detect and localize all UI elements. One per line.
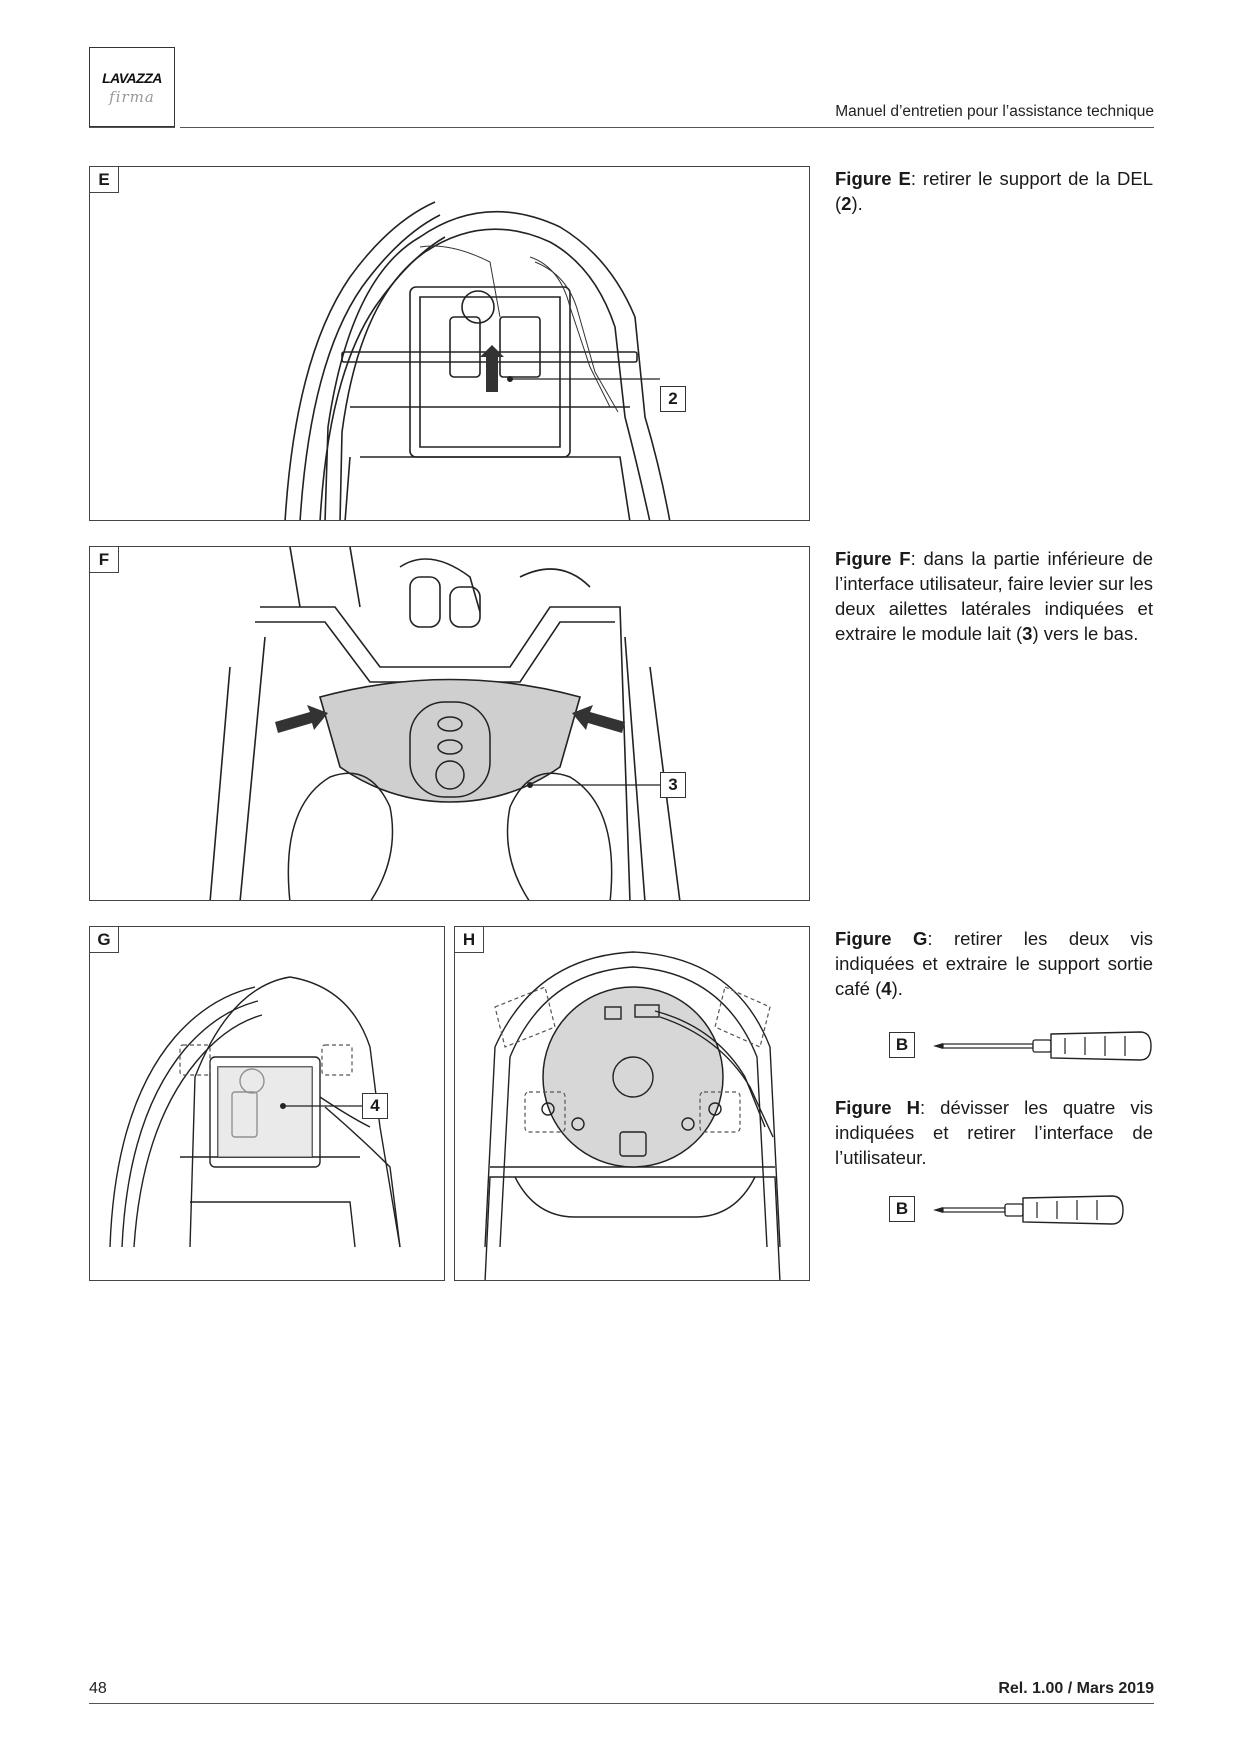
page-number: 48: [89, 1680, 107, 1697]
brand-logo: LAVAZZA firma: [89, 47, 175, 127]
figure-g: G 4: [89, 926, 445, 1281]
release-info: Rel. 1.00 / Mars 2019: [998, 1680, 1154, 1697]
figure-f-text-2: ) vers le bas.: [1032, 623, 1139, 644]
logo-brand-text: LAVAZZA: [102, 70, 162, 86]
screwdriver-icon: [933, 1195, 1124, 1225]
logo-sub-text: firma: [109, 88, 155, 106]
tool-g: B: [889, 1028, 1153, 1064]
figure-e-text-1: : retirer le support de la DEL (: [835, 168, 1154, 214]
figure-g-ref: 4: [881, 978, 892, 999]
figure-e: E 2: [89, 166, 810, 521]
figure-f-text-1: : dans la partie inférieure de l’interfa…: [835, 548, 1153, 644]
figure-f: F 3: [89, 546, 810, 901]
footer-rule: [89, 1703, 1154, 1704]
callout-4: 4: [362, 1093, 388, 1119]
figure-h-label: Figure H: [835, 1097, 920, 1118]
tool-h-tag: B: [889, 1196, 915, 1222]
figure-f-label: Figure F: [835, 548, 911, 569]
figure-f-illustration: [209, 547, 681, 900]
figure-h-tag: H: [455, 927, 484, 953]
figure-f-ref: 3: [1022, 623, 1033, 644]
callout-2: 2: [660, 386, 686, 412]
figure-f-description: Figure F: dans la partie inférieure de l…: [835, 546, 1153, 646]
header-rule-left: [89, 127, 175, 128]
figure-e-tag: E: [90, 167, 119, 193]
screwdriver-icon: [933, 1031, 1152, 1061]
figure-e-ref: 2: [841, 193, 852, 214]
header-rule: [180, 127, 1154, 128]
tool-h: B: [889, 1192, 1153, 1228]
figure-g-description: Figure G: retirer les deux vis indiquées…: [835, 926, 1153, 1001]
header-title: Manuel d’entretien pour l’assistance tec…: [835, 103, 1154, 120]
figure-g-text-2: ).: [891, 978, 903, 999]
figure-f-tag: F: [90, 547, 119, 573]
figure-g-tag: G: [90, 927, 119, 953]
figure-h-illustration: [484, 951, 781, 1280]
figure-h-description: Figure H: dévisser les quatre vis indiqu…: [835, 1095, 1153, 1170]
figure-e-text-2: ).: [851, 193, 863, 214]
figure-g-illustration: [109, 976, 401, 1248]
figure-h: H: [454, 926, 810, 1281]
callout-3: 3: [660, 772, 686, 798]
figure-e-label: Figure E: [835, 168, 911, 189]
figure-e-illustration: [284, 201, 671, 520]
figure-g-text-1: : retirer les deux vis indiquées et extr…: [835, 928, 1153, 999]
tool-g-tag: B: [889, 1032, 915, 1058]
figure-h-text-1: : dévisser les quatre vis indiquées et r…: [835, 1097, 1153, 1168]
figure-e-description: Figure E: retirer le support de la DEL (…: [835, 166, 1153, 216]
figure-g-label: Figure G: [835, 928, 928, 949]
